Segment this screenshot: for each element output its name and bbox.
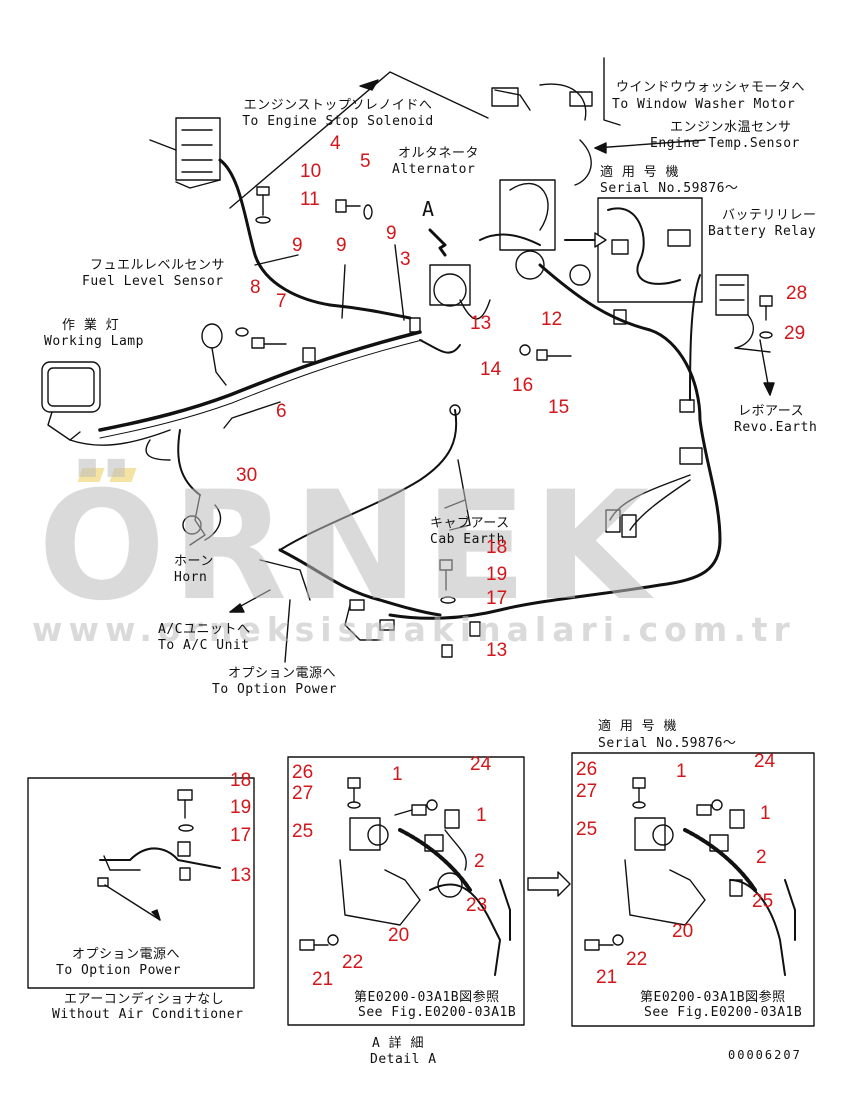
watermark-logo: ÖRNEK	[38, 460, 656, 634]
without-ac-label-jp: エアーコンディショナなし	[64, 992, 225, 1007]
part-callout: 11	[300, 189, 320, 210]
serial2-label-jp: 適 用 号 機	[598, 719, 677, 734]
part-callout: 6	[276, 401, 287, 422]
part-callout: 20	[388, 925, 410, 946]
see-fig-label-en: See Fig.E0200-03A1B	[358, 1005, 517, 1020]
part-callout: 17	[230, 825, 252, 846]
part-callout: 25	[576, 819, 598, 840]
part-callout: 2	[474, 851, 485, 872]
part-callout: 2	[756, 847, 767, 868]
part-callout: 13	[486, 640, 508, 661]
part-callout: 30	[236, 465, 258, 486]
part-callout: 22	[342, 952, 364, 973]
serial-label-en: Serial No.59876～	[600, 181, 739, 196]
part-callout: 13	[230, 865, 252, 886]
engine-temp-label-jp: エンジン水温センサ	[670, 120, 792, 135]
horn-label-jp: ホーン	[174, 554, 214, 569]
watermark-url: www.orneksismakinalari.com.tr	[32, 610, 796, 649]
window-washer-label-en: To Window Washer Motor	[612, 97, 796, 112]
part-callout: 10	[300, 161, 322, 182]
part-callout: 1	[476, 805, 487, 826]
battery-relay-label-en: Battery Relay	[708, 224, 817, 239]
option-power-label-jp: オプション電源へ	[228, 666, 337, 681]
working-lamp-label-en: Working Lamp	[44, 334, 144, 349]
part-callout: 15	[548, 397, 570, 418]
detail-a-arrow-label: A	[422, 197, 435, 221]
part-callout: 9	[386, 223, 397, 244]
part-callout: 18	[230, 770, 252, 791]
part-callout: 20	[672, 921, 694, 942]
part-callout: 28	[786, 283, 808, 304]
part-callout: 26	[576, 759, 598, 780]
part-callout: 21	[312, 969, 334, 990]
drawing-code: 00006207	[728, 1048, 802, 1062]
part-callout: 23	[466, 895, 488, 916]
part-callout: 1	[760, 803, 771, 824]
part-callout: 1	[676, 761, 687, 782]
revo-earth-label-en: Revo.Earth	[734, 420, 818, 435]
part-callout: 7	[276, 291, 287, 312]
option-power2-label-jp: オプション電源へ	[72, 947, 181, 962]
see-fig-label-jp: 第E0200-03A1B図参照	[354, 990, 500, 1005]
part-callout: 17	[486, 588, 508, 609]
part-callout: 25	[292, 821, 314, 842]
part-callout: 25	[752, 891, 774, 912]
part-callout: 21	[596, 967, 618, 988]
part-callout: 18	[486, 537, 508, 558]
option-power-label-en: To Option Power	[212, 682, 337, 697]
detail-a-label-en: Detail A	[370, 1052, 437, 1067]
window-washer-label-jp: ウインドウウォッシャモータへ	[616, 80, 806, 95]
cab-earth-label-en: Cab Earth	[430, 532, 505, 547]
serial-label-jp: 適 用 号 機	[600, 165, 679, 180]
part-callout: 19	[486, 564, 508, 585]
battery-relay-label-jp: バッテリリレー	[722, 208, 817, 223]
serial2-label-en: Serial No.59876～	[598, 736, 737, 751]
revo-earth-label-jp: レボアース	[738, 404, 805, 419]
cab-earth-label-jp: キャブアース	[430, 516, 510, 531]
part-callout: 16	[512, 375, 534, 396]
engine-stop-label-jp: エンジンストップソレノイドへ	[243, 98, 433, 113]
fuel-level-label-en: Fuel Level Sensor	[82, 274, 224, 289]
ac-unit-label-jp: A/Cユニットへ	[158, 622, 251, 637]
part-callout: 14	[480, 359, 502, 380]
horn-label-en: Horn	[174, 570, 208, 585]
without-ac-label-en: Without Air Conditioner	[52, 1007, 244, 1022]
part-callout: 27	[576, 781, 598, 802]
part-callout: 26	[292, 762, 314, 783]
part-callout: 12	[541, 309, 563, 330]
part-callout: 3	[400, 249, 411, 270]
part-callout: 13	[470, 313, 492, 334]
part-callout: 8	[250, 277, 261, 298]
engine-temp-label-en: Engine Temp.Sensor	[650, 136, 800, 151]
part-callout: 9	[292, 235, 303, 256]
detail-a-label-jp: A 詳 細	[372, 1036, 424, 1051]
part-callout: 29	[784, 323, 806, 344]
see-fig2-label-en: See Fig.E0200-03A1B	[644, 1005, 803, 1020]
part-callout: 9	[336, 235, 347, 256]
part-callout: 22	[626, 949, 648, 970]
part-callout: 27	[292, 783, 314, 804]
part-callout: 5	[360, 151, 371, 172]
see-fig2-label-jp: 第E0200-03A1B図参照	[640, 990, 786, 1005]
part-callout: 24	[470, 754, 492, 775]
part-callout: 4	[330, 133, 341, 154]
alternator-label-en: Alternator	[392, 162, 476, 177]
working-lamp-label-jp: 作 業 灯	[62, 318, 120, 333]
engine-stop-label-en: To Engine Stop Solenoid	[242, 114, 434, 129]
part-callout: 19	[230, 797, 252, 818]
alternator-label-jp: オルタネータ	[398, 146, 480, 161]
part-callout: 1	[392, 764, 403, 785]
part-callout: 24	[754, 751, 776, 772]
fuel-level-label-jp: フュエルレベルセンサ	[90, 258, 226, 273]
ac-unit-label-en: To A/C Unit	[158, 638, 250, 653]
option-power2-label-en: To Option Power	[56, 963, 181, 978]
